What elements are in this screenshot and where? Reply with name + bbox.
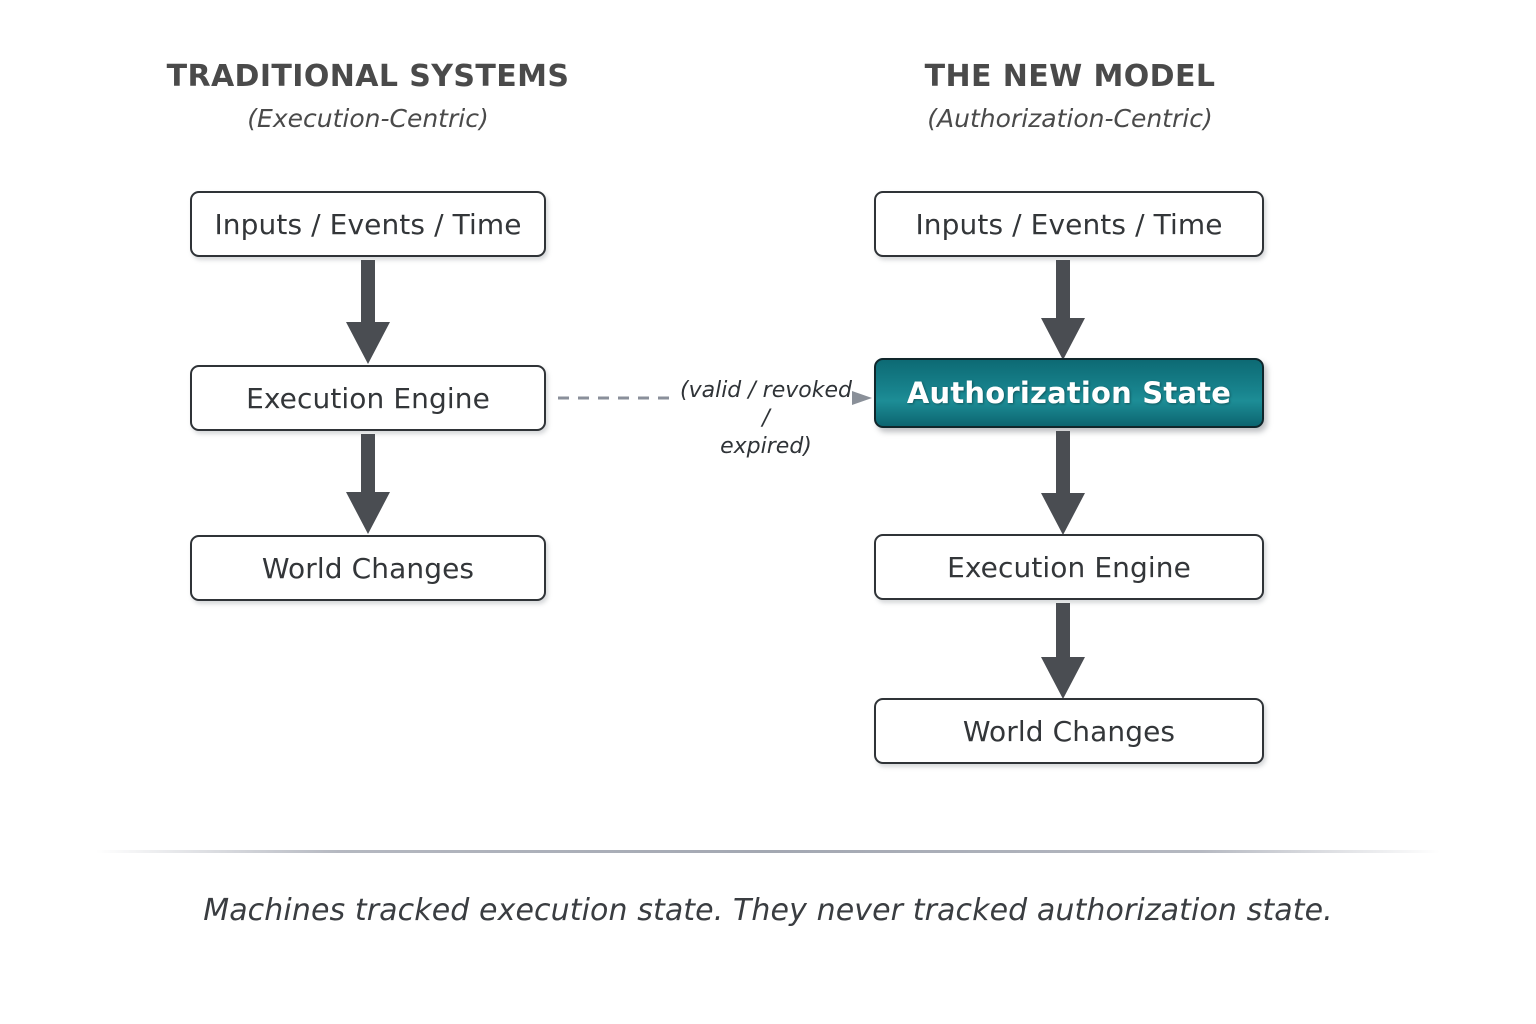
arrow-down-icon	[1041, 431, 1085, 535]
node-new-model-inputs[interactable]: Inputs / Events / Time	[874, 191, 1264, 257]
arrow-down-icon	[1041, 260, 1085, 360]
node-authorization-state[interactable]: Authorization State	[874, 358, 1264, 428]
column-title-traditional: TRADITIONAL SYSTEMS	[166, 59, 570, 94]
connector-label-line2: expired)	[720, 434, 812, 460]
connector-label: (valid / revoked / expired)	[676, 377, 856, 461]
column-heading-traditional: TRADITIONAL SYSTEMS (Execution-Centric)	[88, 59, 648, 133]
arrow-down-icon	[1041, 603, 1085, 699]
column-title-new-model: THE NEW MODEL	[924, 59, 1216, 94]
node-label: Inputs / Events / Time	[915, 207, 1223, 241]
connector-label-line1: (valid / revoked /	[680, 378, 852, 432]
node-traditional-inputs[interactable]: Inputs / Events / Time	[190, 191, 546, 257]
column-heading-new-model: THE NEW MODEL (Authorization-Centric)	[790, 59, 1350, 133]
dashed-connector	[556, 390, 872, 406]
column-subtitle-traditional: (Execution-Centric)	[247, 104, 489, 133]
node-label: Inputs / Events / Time	[214, 207, 522, 241]
node-traditional-execution-engine[interactable]: Execution Engine	[190, 365, 546, 431]
column-subtitle-new-model: (Authorization-Centric)	[927, 104, 1213, 133]
node-label: Execution Engine	[246, 381, 490, 415]
node-label: Authorization State	[906, 376, 1232, 410]
arrow-down-icon	[346, 434, 390, 534]
caption: Machines tracked execution state. They n…	[203, 893, 1333, 928]
node-new-model-execution-engine[interactable]: Execution Engine	[874, 534, 1264, 600]
node-new-model-world-changes[interactable]: World Changes	[874, 698, 1264, 764]
node-label: Execution Engine	[947, 550, 1191, 584]
divider	[96, 850, 1440, 853]
arrow-down-icon	[346, 260, 390, 364]
node-label: World Changes	[962, 714, 1176, 748]
node-traditional-world-changes[interactable]: World Changes	[190, 535, 546, 601]
node-label: World Changes	[261, 551, 475, 585]
